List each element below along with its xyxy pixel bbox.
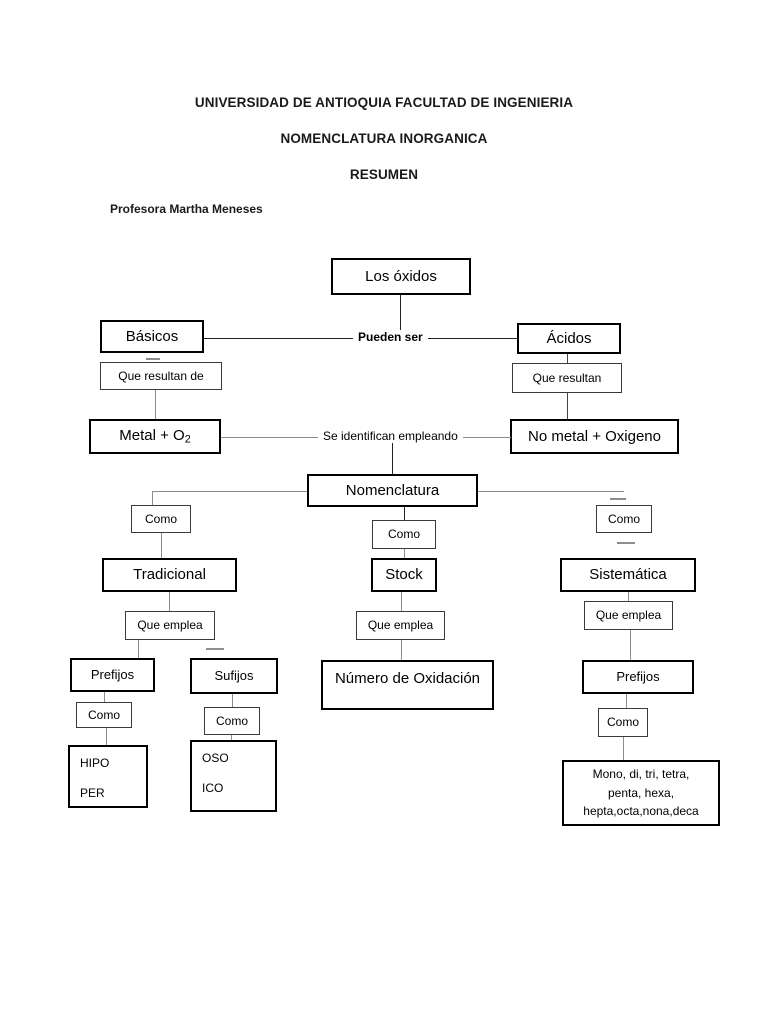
node-label: Como xyxy=(607,511,640,526)
node-stock: Stock xyxy=(371,558,437,592)
author-name: Profesora Martha Meneses xyxy=(110,202,263,216)
node-no-metal-oxigeno: No metal + Oxigeno xyxy=(510,419,679,454)
connector-que-resultan-de-down xyxy=(155,390,157,419)
connector-label-pueden-ser: Pueden ser xyxy=(353,330,428,344)
connector-como-tradicional-down xyxy=(161,533,163,558)
node-como-prefijos-right: Como xyxy=(598,708,648,737)
node-label-text: Metal + O xyxy=(119,426,185,444)
node-acidos: Ácidos xyxy=(517,323,621,354)
page-title-university: UNIVERSIDAD DE ANTIOQUIA FACULTAD DE ING… xyxy=(194,95,574,110)
connector-right-branch-stub xyxy=(610,498,626,500)
node-label: Tradicional xyxy=(133,566,206,584)
page-title-subject: NOMENCLATURA INORGANICA xyxy=(280,131,488,146)
leaf-item: OSO xyxy=(202,751,229,765)
node-como-prefijos-left: Como xyxy=(76,702,132,728)
connector-basicos-stub xyxy=(146,358,160,360)
leaf-item: PER xyxy=(80,786,105,801)
leaf-item: ICO xyxy=(202,781,224,796)
connector-left-branch-down xyxy=(152,491,154,506)
leaf-item: penta, hexa, xyxy=(607,785,675,800)
node-label: Los óxidos xyxy=(365,267,437,285)
node-label: Número de Oxidación xyxy=(334,670,481,688)
node-sistematica: Sistemática xyxy=(560,558,696,592)
connector-root-down xyxy=(400,295,402,338)
node-label: Como xyxy=(387,527,420,542)
node-label: Ácidos xyxy=(546,329,592,347)
node-tradicional: Tradicional xyxy=(102,558,237,592)
node-que-resultan-de: Que resultan de xyxy=(100,362,222,390)
node-como-sufijos: Como xyxy=(204,707,260,735)
connector-stock-down xyxy=(401,592,403,611)
node-basicos: Básicos xyxy=(100,320,204,353)
node-oso-ico: OSO ICO xyxy=(190,740,277,812)
connector-que-emplea-stock-down xyxy=(401,640,403,660)
node-como-stock: Como xyxy=(372,520,436,549)
node-label: Prefijos xyxy=(616,669,660,685)
connector-nomenclatura-center-down xyxy=(404,507,406,520)
connector-como-prefijos-left-down xyxy=(106,728,108,745)
node-label-subscript: 2 xyxy=(184,433,191,446)
node-label: No metal + Oxigeno xyxy=(528,427,661,445)
node-label: Como xyxy=(215,713,248,728)
connector-que-resultan-down xyxy=(567,393,569,419)
node-que-emplea-tradicional: Que emplea xyxy=(125,611,215,640)
connector-nomenclatura-left xyxy=(152,491,307,493)
node-prefijos-sistematica: Prefijos xyxy=(582,660,694,694)
connector-tradicional-down xyxy=(169,592,171,611)
connector-prefijos-right-down xyxy=(626,694,628,708)
node-label: Stock xyxy=(385,566,423,584)
page-title-resumen: RESUMEN xyxy=(349,167,419,182)
node-que-resultan: Que resultan xyxy=(512,363,622,393)
node-label: Metal + O2 xyxy=(119,427,190,446)
connector-down-to-nomenclatura xyxy=(392,443,394,474)
node-que-emplea-sistematica: Que emplea xyxy=(584,601,673,630)
node-label: Sistemática xyxy=(589,566,667,584)
node-que-emplea-stock: Que emplea xyxy=(356,611,445,640)
leaf-item: HIPO xyxy=(80,756,110,770)
connector-como-sistematica-stub xyxy=(617,542,635,544)
node-label: Como xyxy=(606,715,639,730)
node-label: Que emplea xyxy=(367,618,434,633)
node-label: Que emplea xyxy=(595,608,662,623)
node-prefijos-tradicional: Prefijos xyxy=(70,658,155,692)
node-label: Básicos xyxy=(125,327,179,345)
node-metal-o2: Metal + O2 xyxy=(89,419,221,454)
node-como-sistematica: Como xyxy=(596,505,652,533)
connector-prefijos-left-down xyxy=(104,692,106,702)
connector-como-sufijos-down xyxy=(231,735,233,741)
connector-que-emplea-sistematica-down xyxy=(630,630,632,660)
connector-nomenclatura-right xyxy=(478,491,624,493)
node-label: Que emplea xyxy=(137,618,203,633)
node-label: Que resultan xyxy=(532,370,602,385)
connector-label-se-identifican: Se identifican empleando xyxy=(318,429,463,443)
connector-sufijos-stub xyxy=(206,648,224,650)
node-prefijos-lista: Mono, di, tri, tetra, penta, hexa, hepta… xyxy=(562,760,720,826)
node-sufijos: Sufijos xyxy=(190,658,278,694)
connector-sufijos-down xyxy=(232,694,234,707)
leaf-item: Mono, di, tri, tetra, xyxy=(592,767,690,782)
leaf-list: Mono, di, tri, tetra, penta, hexa, hepta… xyxy=(583,765,698,821)
node-los-oxidos: Los óxidos xyxy=(331,258,471,295)
leaf-item: hepta,octa,nona,deca xyxy=(583,804,699,819)
node-label: Que resultan de xyxy=(118,368,204,383)
connector-como-prefijos-right-down xyxy=(623,737,625,760)
node-como-tradicional: Como xyxy=(131,505,191,533)
connector-que-emplea-tradicional-down xyxy=(138,640,140,658)
node-label: Como xyxy=(144,511,177,526)
node-label: Prefijos xyxy=(90,667,135,683)
node-label: Nomenclatura xyxy=(345,481,440,499)
node-numero-oxidacion: Número de Oxidación xyxy=(321,660,494,710)
node-hipo-per: HIPO PER xyxy=(68,745,148,808)
node-label: Como xyxy=(87,707,120,722)
connector-como-stock-down xyxy=(404,549,406,558)
node-label: Sufijos xyxy=(214,668,254,684)
node-nomenclatura: Nomenclatura xyxy=(307,474,478,507)
connector-acidos-down xyxy=(567,354,569,363)
